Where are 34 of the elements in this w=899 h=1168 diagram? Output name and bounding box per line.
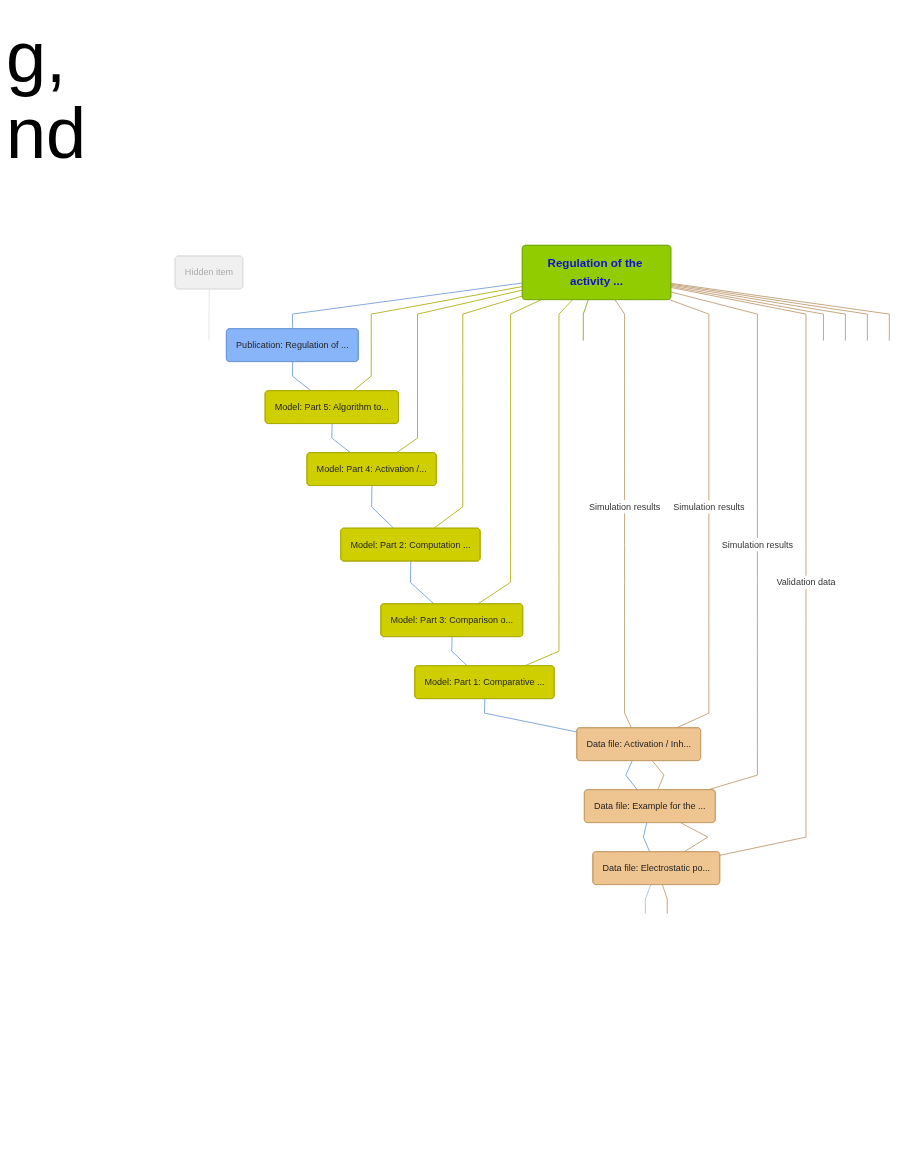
connector-line xyxy=(668,299,710,729)
node-box: Model: Part 5: Algorithm to... xyxy=(264,390,399,424)
node-box: Data file: Activation / Inh... xyxy=(576,727,701,761)
connector-line xyxy=(642,822,651,853)
node-box: Data file: Example for the ... xyxy=(584,789,716,823)
connector-line xyxy=(291,361,312,392)
connector-line xyxy=(625,760,638,791)
connector-line xyxy=(477,299,542,605)
connector-line xyxy=(291,282,524,330)
node-box: Model: Part 2: Computation ... xyxy=(340,527,481,562)
connector-line xyxy=(644,884,652,915)
node-box: Data file: Electrostatic po... xyxy=(592,851,721,885)
node-box: Model: Part 3: Comparison o... xyxy=(380,603,524,637)
connector-line xyxy=(409,560,435,605)
connector-line xyxy=(483,698,578,733)
connector-line xyxy=(670,291,758,791)
connector-line xyxy=(352,286,524,392)
connector-line xyxy=(433,295,524,529)
connector-line xyxy=(582,299,589,342)
slide-text-fragment: g, xyxy=(6,20,67,96)
connector-line xyxy=(670,287,807,856)
connector-line xyxy=(614,299,632,729)
node-box: Regulation of the activity ... xyxy=(522,245,672,300)
node-box: Publication: Regulation of ... xyxy=(226,328,359,362)
connector-line xyxy=(661,884,668,915)
connector-line xyxy=(331,423,352,454)
connector-line xyxy=(371,485,395,529)
connector-line xyxy=(680,822,709,853)
connector-line xyxy=(451,636,468,667)
connector-line xyxy=(395,289,524,454)
node-box: Hidden item xyxy=(174,255,244,290)
node-box: Model: Part 1: Comparative ... xyxy=(414,665,555,699)
node-box: Model: Part 4: Activation /... xyxy=(306,452,437,486)
connector-line xyxy=(651,760,665,791)
